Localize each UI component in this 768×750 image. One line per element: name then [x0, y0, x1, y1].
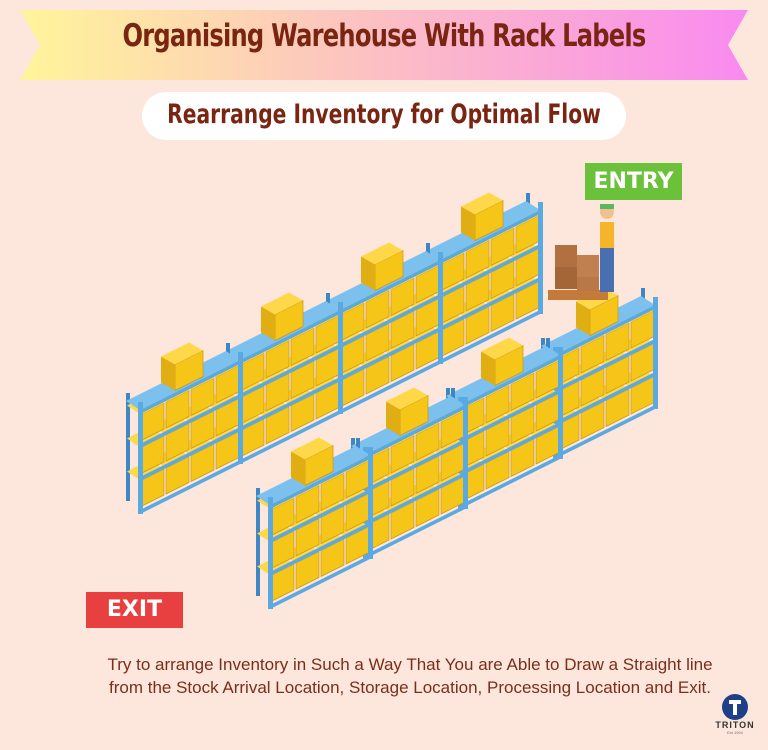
rack-post	[126, 393, 130, 501]
cardboard-box-icon	[577, 277, 599, 291]
rack-shelf	[140, 460, 240, 514]
rack-post	[138, 402, 143, 514]
rack-shelf	[340, 294, 440, 348]
logo-est: Est 1994	[727, 730, 743, 735]
entry-label: ENTRY	[585, 163, 682, 200]
rack-post	[368, 447, 373, 559]
rack-shelf	[460, 422, 560, 476]
box-top	[461, 192, 503, 215]
rack-shelf	[440, 210, 540, 264]
warehouse-illustration	[126, 192, 658, 609]
cardboard-box-icon	[577, 255, 599, 277]
rack-shelf	[270, 455, 370, 509]
worker-cap	[600, 204, 614, 209]
rack-shelf	[270, 522, 370, 576]
subtitle-pill	[142, 92, 626, 140]
box-side	[161, 356, 175, 391]
rack-shelf	[365, 472, 465, 526]
worker-with-pallet-jack-icon	[548, 204, 614, 300]
rack-shelf	[440, 277, 540, 331]
rack-shelf	[340, 327, 440, 381]
rack-shelf	[340, 360, 440, 414]
pallet	[548, 290, 608, 300]
cardboard-box-icon	[555, 245, 577, 267]
rack-shelf	[365, 405, 465, 459]
box-top	[361, 242, 403, 265]
rack-shelf	[340, 260, 440, 314]
box-side	[361, 256, 375, 291]
rack-shelf	[270, 489, 370, 543]
cardboard-box-icon	[555, 267, 577, 289]
rack-shelf	[140, 427, 240, 481]
box-side	[261, 306, 275, 341]
box-side	[481, 351, 495, 386]
rack-shelf	[140, 394, 240, 448]
worker-pants	[600, 248, 614, 292]
rack-shelf	[365, 505, 465, 559]
rack-shelf	[555, 339, 655, 393]
rack-shelf	[460, 389, 560, 443]
rack-post	[463, 397, 468, 509]
rack-post	[238, 352, 243, 464]
rack-shelf	[555, 405, 655, 459]
rack-shelf	[240, 344, 340, 398]
rack-post	[653, 297, 658, 409]
box-side	[576, 301, 590, 336]
box-side	[291, 451, 305, 486]
box-top	[481, 337, 523, 360]
rack-post	[338, 302, 343, 414]
worker-shirt	[600, 222, 614, 248]
rack-shelf	[460, 455, 560, 509]
rack-post	[268, 497, 273, 609]
box-top	[291, 437, 333, 460]
rack-shelf	[555, 305, 655, 359]
title-banner	[20, 10, 748, 80]
exit-label: EXIT	[86, 592, 183, 628]
rack-shelf	[270, 555, 370, 609]
logo-name: TRITON	[715, 720, 755, 730]
rack-shelf	[440, 310, 540, 364]
rack-shelf	[140, 360, 240, 414]
rack-post	[558, 347, 563, 459]
triton-logo-icon	[722, 694, 748, 720]
box-side	[461, 206, 475, 241]
rack-post	[538, 202, 543, 314]
triton-logo: TRITON Est 1994	[710, 694, 760, 735]
rack-shelf	[240, 377, 340, 431]
box-side	[386, 401, 400, 436]
page-title: Organising Warehouse With Rack Labels	[122, 18, 646, 54]
box-top	[386, 387, 428, 410]
box-top	[261, 292, 303, 315]
rack-shelf	[460, 355, 560, 409]
rack-shelf	[365, 439, 465, 493]
rack-post	[256, 488, 260, 596]
rack-post	[438, 252, 443, 364]
rack-shelf	[440, 244, 540, 298]
rack-shelf	[240, 410, 340, 464]
rack-shelf	[240, 310, 340, 364]
box-top	[161, 342, 203, 365]
rack-shelf	[555, 372, 655, 426]
page-subtitle: Rearrange Inventory for Optimal Flow	[167, 99, 601, 130]
instruction-text: Try to arrange Inventory in Such a Way T…	[107, 655, 713, 697]
